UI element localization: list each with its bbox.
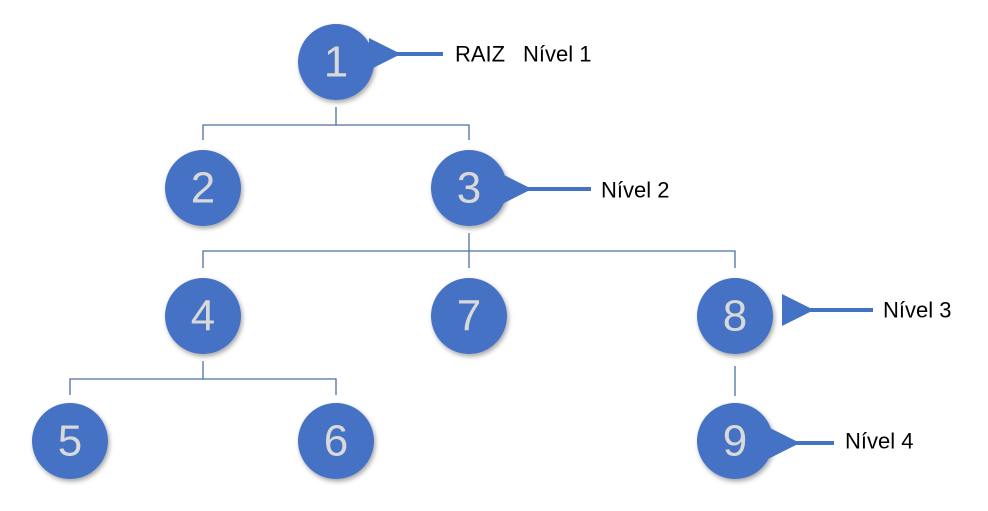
node-circle: [298, 403, 374, 479]
node-label: 7: [457, 292, 481, 341]
node-circle: [431, 150, 507, 226]
node-label: 3: [457, 164, 481, 213]
connector-4-to-5-6: [69, 361, 337, 395]
node-label: 9: [723, 417, 747, 466]
node-label: 2: [191, 164, 215, 213]
node-label: 4: [191, 292, 215, 341]
tree-node: 8: [697, 278, 773, 354]
node-label: 5: [58, 417, 82, 466]
node-circle: [298, 24, 374, 100]
node-circle: [697, 403, 773, 479]
connector-1-to-2-3: [202, 107, 470, 140]
level-4-label: Nível 4: [845, 429, 913, 454]
root-label: RAIZ: [455, 42, 505, 67]
nodes: 1 2 3 4 7 8 5 6: [32, 24, 773, 479]
tree-node: 7: [431, 278, 507, 354]
node-circle: [165, 150, 241, 226]
connector-3-to-4-7-8: [202, 233, 736, 268]
node-circle: [165, 278, 241, 354]
arrows: [369, 38, 873, 459]
tree-node: 9: [697, 403, 773, 479]
annotations: RAIZ Nível 1 Nível 2 Nível 3 Nível 4: [455, 42, 951, 454]
tree-node: 6: [298, 403, 374, 479]
level-2-label: Nível 2: [601, 178, 669, 203]
tree-node: 2: [165, 150, 241, 226]
node-label: 8: [723, 292, 747, 341]
level-3-label: Nível 3: [883, 298, 951, 323]
level-1-label: Nível 1: [523, 42, 591, 67]
node-label: 6: [324, 417, 348, 466]
node-circle: [32, 403, 108, 479]
tree-node: 5: [32, 403, 108, 479]
tree-node: 1: [298, 24, 374, 100]
node-circle: [431, 278, 507, 354]
connectors: [69, 107, 736, 396]
node-circle: [697, 278, 773, 354]
node-label: 1: [324, 38, 348, 87]
tree-node: 3: [431, 150, 507, 226]
tree-node: 4: [165, 278, 241, 354]
